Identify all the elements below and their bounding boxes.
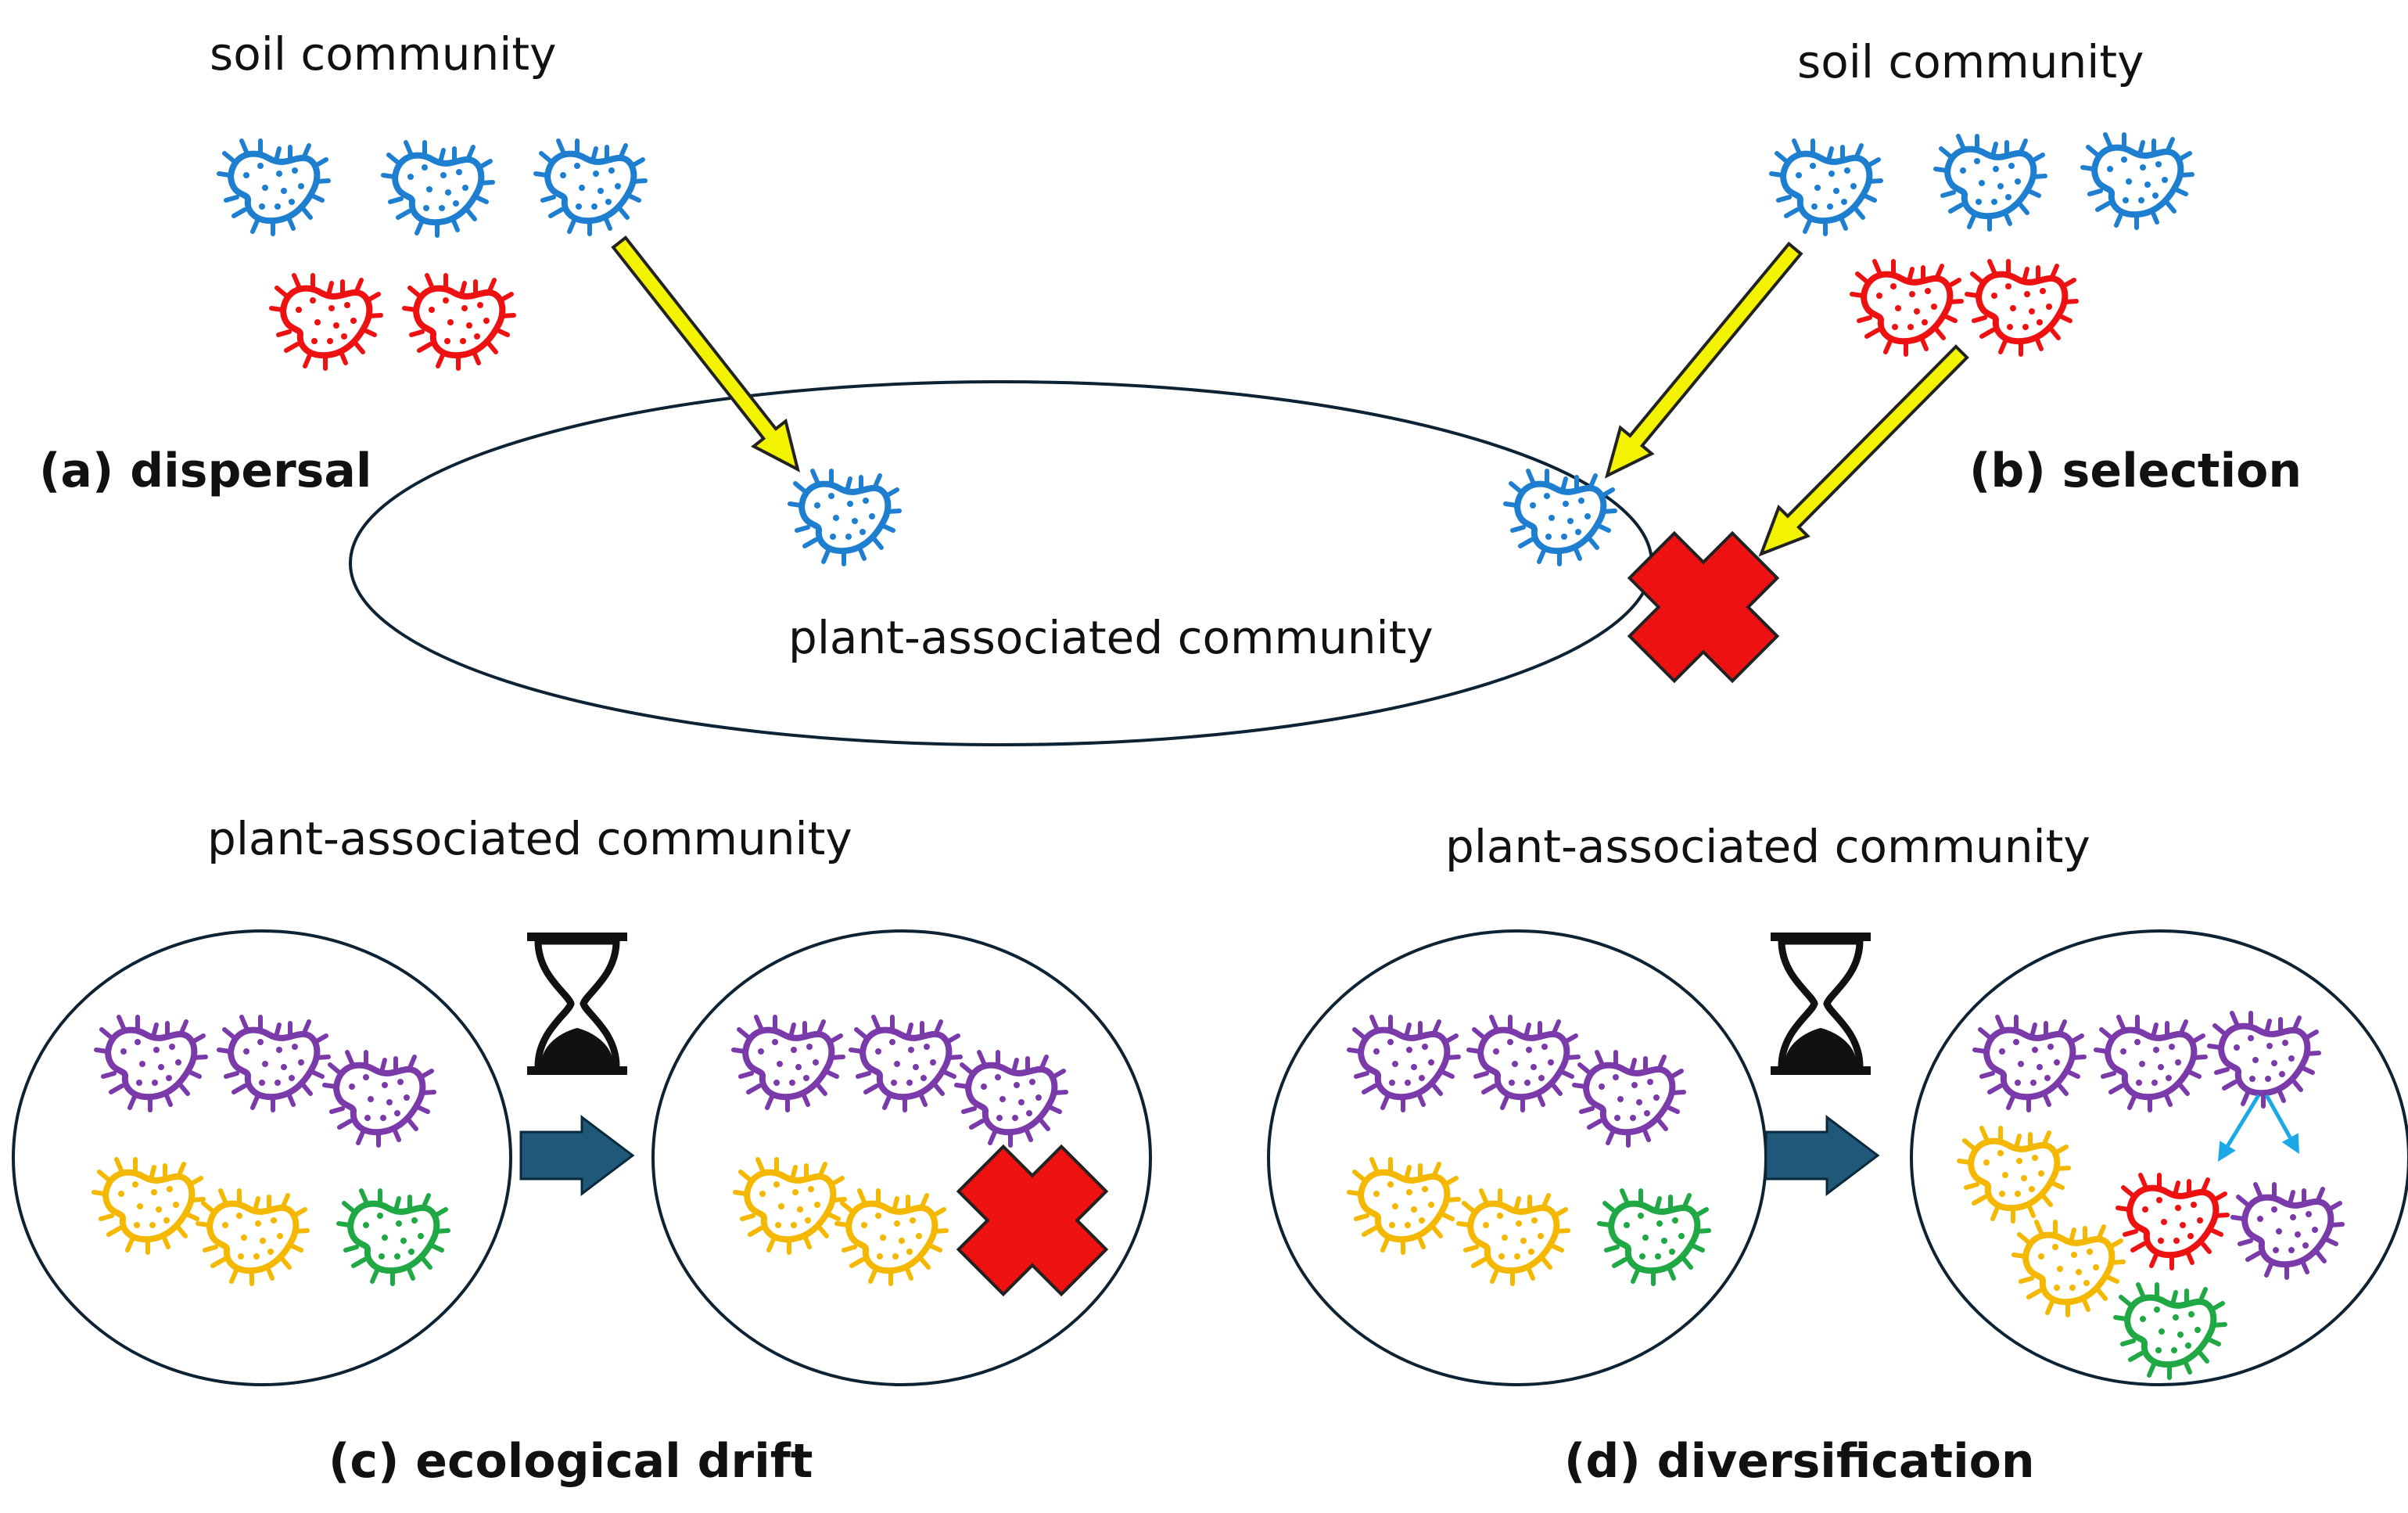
bacterium-icon-blue [790,471,899,564]
selection-arrow-blue [1604,241,1803,479]
bacterium-icon-red [1967,261,2076,354]
bacterium-icon-blue [383,142,493,235]
community-circle-d-after [1910,929,2408,1386]
plant-community-label-c: plant-associated community [207,812,852,865]
plant-community-ellipse [349,380,1653,746]
bacterium-icon-green [2116,1285,2225,1378]
bacterium-icon-red [271,275,381,368]
bacterium-icon-yellow [2014,1222,2123,1315]
bacterium-icon-purple [734,1017,843,1110]
bacterium-icon-green [339,1191,448,1284]
soil-community-label-left: soil community [210,27,557,81]
bacterium-icon-blue [219,141,328,234]
bacterium-icon-purple [219,1017,328,1110]
panel-label-diversification: (d) diversification [1564,1434,2035,1489]
bacterium-icon-red [2118,1175,2227,1268]
bacterium-icon-purple [851,1017,960,1110]
bacterium-icon-purple [2233,1184,2342,1278]
bacterium-icon-purple [1469,1017,1578,1110]
community-circle-d-before [1267,929,1767,1386]
panel-label-selection: (b) selection [1969,444,2302,498]
soil-community-label-right: soil community [1797,35,2144,88]
bacterium-icon-purple [2209,1013,2319,1106]
hourglass-icon-drift [527,933,627,1075]
community-circle-c-before [12,929,512,1386]
plant-community-label-d: plant-associated community [1445,820,2090,873]
bacterium-icon-blue [1936,136,2045,229]
bacterium-icon-blue [1771,141,1881,234]
split-arrow-left [2218,1094,2261,1162]
split-arrow-right [2264,1094,2299,1154]
cross-icon-selection [1627,530,1780,684]
panel-label-ecological-drift: (c) ecological drift [328,1434,813,1489]
bacterium-icon-purple [1975,1017,2084,1110]
bacterium-icon-blue [2083,135,2192,228]
bacterium-icon-yellow [198,1191,307,1284]
bacterium-icon-red [1852,261,1961,354]
bacterium-icon-green [1599,1191,1709,1284]
dispersal-arrow [611,235,801,473]
arrow-icon-drift [519,1114,635,1197]
bacterium-icon-purple [325,1052,434,1145]
bacterium-icon-purple [1349,1017,1459,1110]
bacterium-icon-purple [956,1052,1066,1145]
bacterium-icon-yellow [1459,1191,1568,1284]
selection-arrow-red [1758,344,1969,557]
hourglass-icon-diversification [1771,933,1871,1075]
plant-community-label-top: plant-associated community [788,611,1434,664]
bacterium-icon-yellow [837,1191,946,1284]
bacterium-icon-yellow [1349,1159,1459,1252]
bacterium-icon-yellow [94,1159,203,1252]
bacterium-icon-yellow [1959,1128,2069,1221]
bacterium-icon-purple [96,1017,206,1110]
bacterium-icon-blue [536,141,645,234]
bacterium-icon-blue [1505,471,1615,564]
bacterium-icon-red [404,275,514,368]
bacterium-icon-purple [1574,1052,1684,1145]
community-circle-c-after [651,929,1152,1386]
panel-label-dispersal: (a) dispersal [39,444,372,498]
arrow-icon-diversification [1764,1114,1880,1197]
bacterium-icon-yellow [735,1159,845,1252]
cross-icon-drift [956,1144,1109,1297]
bacterium-icon-purple [2096,1017,2205,1110]
